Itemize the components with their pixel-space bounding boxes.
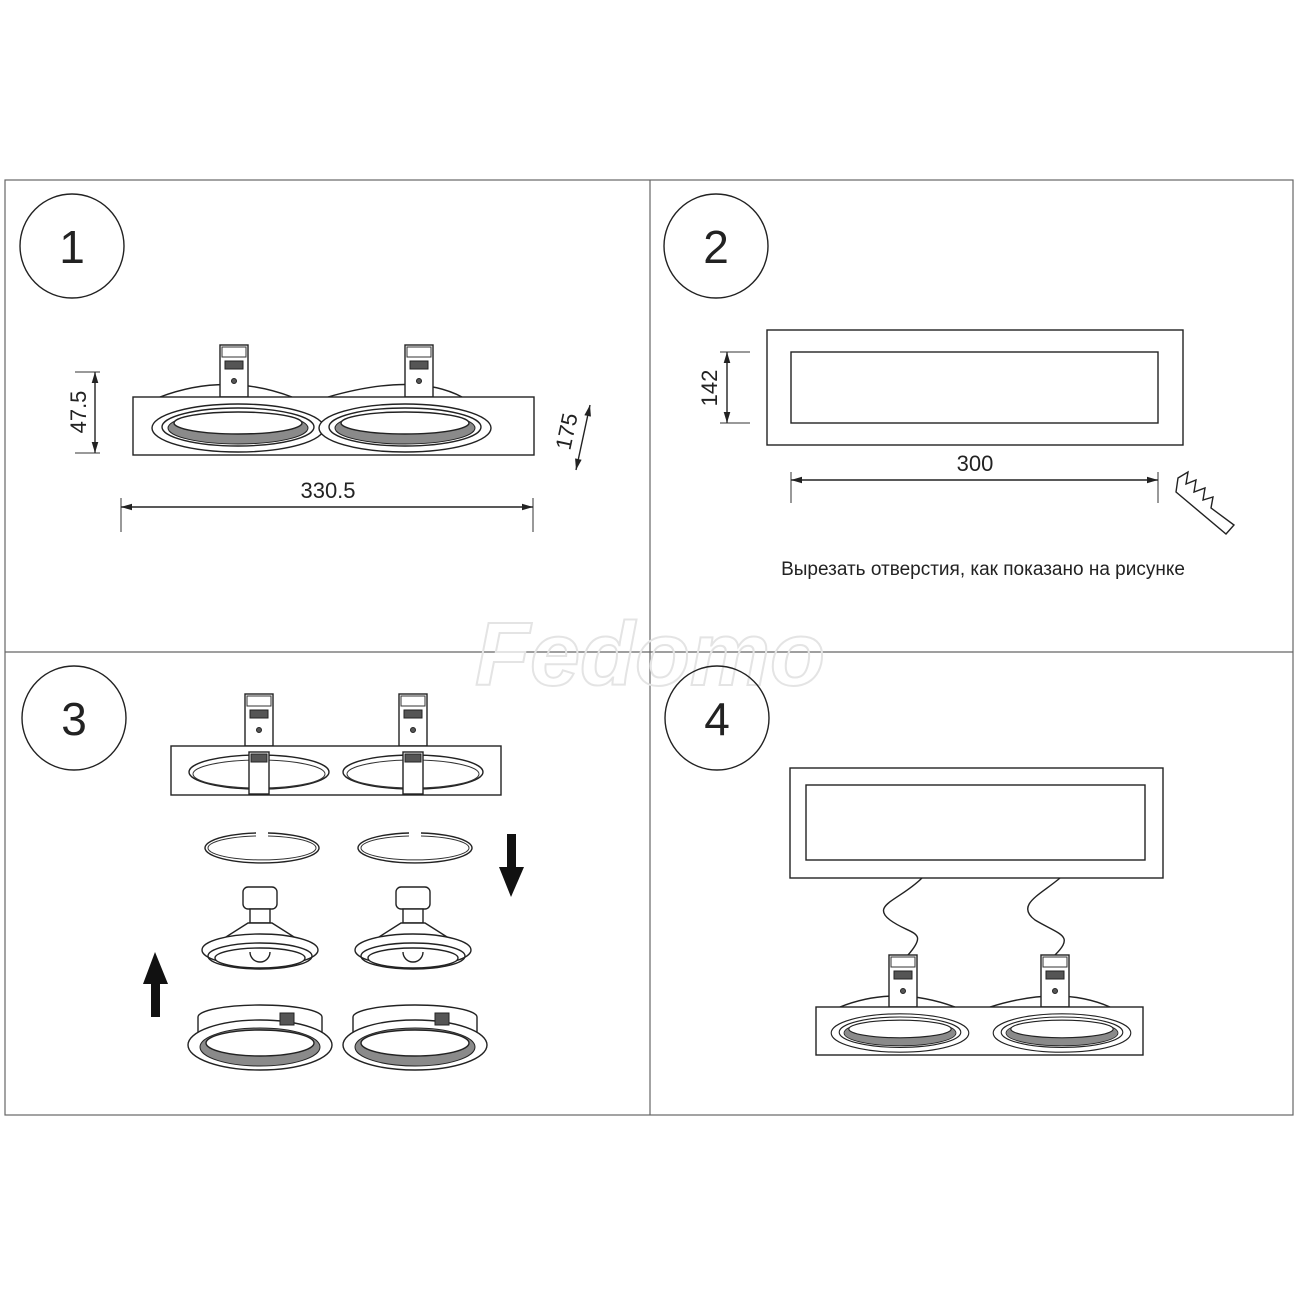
panel-grid — [4, 179, 1294, 1116]
svg-text:3: 3 — [61, 693, 87, 745]
height-dimension: 47.5 — [66, 371, 100, 454]
step-4-fixture — [815, 954, 1144, 1056]
step-1-badge: 1 — [19, 193, 125, 299]
ceiling-cutout-drawing — [766, 329, 1184, 446]
svg-text:300: 300 — [957, 451, 994, 476]
lamps — [201, 886, 472, 970]
fixture-housings — [187, 1004, 488, 1071]
saw-icon — [1175, 470, 1236, 535]
width-dimension: 330.5 — [120, 478, 534, 532]
watermark: Fedomo — [475, 605, 825, 705]
cutout-width-dimension: 300 — [790, 451, 1159, 503]
ceiling-opening — [789, 767, 1164, 879]
svg-text:47.5: 47.5 — [66, 391, 91, 434]
step-3-badge: 3 — [21, 665, 127, 771]
svg-text:175: 175 — [551, 411, 583, 452]
step-1-fixture-drawing — [132, 344, 535, 456]
depth-dimension: 175 — [551, 404, 591, 471]
arrow-up-icon — [143, 952, 168, 1017]
arrow-down-icon — [499, 834, 524, 897]
step-2-badge: 2 — [663, 193, 769, 299]
retaining-rings — [204, 832, 473, 864]
svg-text:330.5: 330.5 — [300, 478, 355, 503]
svg-text:1: 1 — [59, 221, 85, 273]
svg-text:2: 2 — [703, 221, 729, 273]
cutout-height-dimension: 142 — [697, 351, 750, 424]
step-3-frame — [170, 693, 502, 796]
wires — [882, 877, 1065, 956]
step-4-badge: 4 — [664, 665, 770, 771]
svg-text:4: 4 — [704, 693, 730, 745]
cutout-instruction: Вырезать отверстия, как показано на рису… — [781, 559, 1185, 580]
svg-text:142: 142 — [697, 370, 722, 407]
